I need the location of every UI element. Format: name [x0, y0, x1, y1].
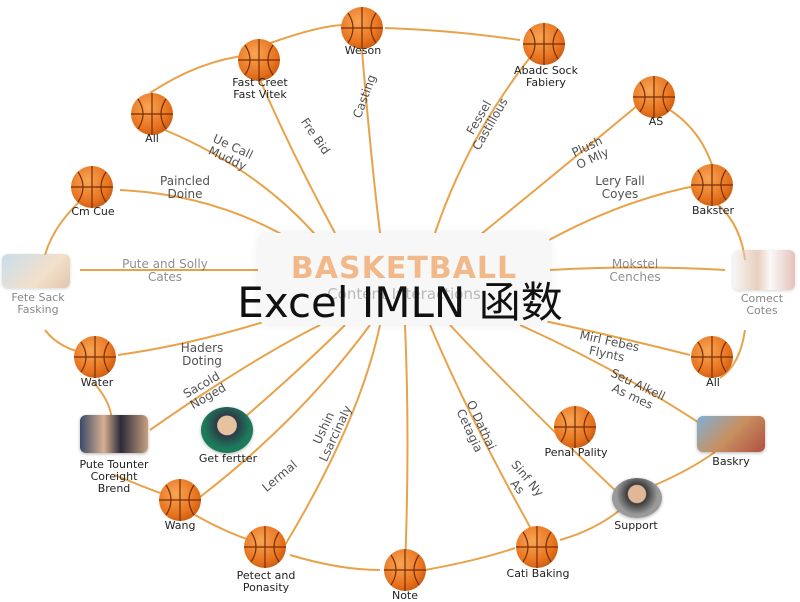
node-label-bakster: Bakster [692, 204, 734, 217]
branch-label-lery: Lery Fall Coyes [595, 174, 645, 201]
node-label-support: Support [614, 519, 658, 532]
node-label-all-left: All [145, 132, 159, 145]
basketball-icon [73, 335, 117, 379]
node-label-cati-baking: Cati Baking [506, 567, 570, 580]
basketball-icon [237, 38, 281, 82]
photo-icon [2, 254, 70, 288]
basketball-icon [690, 335, 734, 379]
branch-label-mokstel: Mokstel Cenches [609, 257, 661, 284]
node-label-wang: Wang [164, 519, 196, 532]
node-label-weson: Weson [344, 44, 382, 57]
basketball-icon [243, 525, 287, 569]
node-label-get-fertter: Get fertter [198, 452, 258, 465]
node-label-pute-tounter: Pute Tounter Coreight Brend [79, 458, 149, 495]
node-label-fete-sack: Fete Sack Fasking [11, 291, 65, 316]
node-label-note: Note [391, 589, 419, 602]
node-label-abadc: Abadc Sock Fabiery [514, 64, 578, 89]
center-brand-title: BASKETBALL [290, 251, 518, 286]
branch-label-haders: Haders Doting [180, 341, 224, 368]
node-label-petect: Petect and Ponasity [236, 569, 296, 594]
spoke-connectors [80, 44, 726, 569]
node-label-baskry: Baskry [712, 455, 750, 468]
basketball-icon [690, 163, 734, 207]
node-label-all-right: All [706, 376, 720, 389]
basketball-icon [158, 478, 202, 522]
overlay-title: Excel IMLN 函数 [237, 278, 563, 327]
basketball-icon [130, 92, 174, 136]
basketball-icon [515, 525, 559, 569]
basketball-icon [340, 6, 384, 50]
branch-label-pute: Pute and Solly Cates [122, 257, 208, 284]
portrait-icon [612, 478, 662, 518]
basketball-icon [632, 75, 676, 119]
basketball-icon [70, 165, 114, 209]
photo-icon [733, 250, 795, 290]
ring-top-left [264, 24, 346, 46]
center-subtitle: Content Interactions [327, 285, 481, 303]
photo-icon [80, 415, 148, 453]
portrait-icon [201, 407, 253, 453]
basketball-icon [522, 22, 566, 66]
node-label-water: Water [80, 376, 114, 389]
branch-label-paincled: Paincled Doine [160, 174, 210, 201]
node-label-as: AS [648, 115, 664, 128]
basketball-icon [383, 548, 427, 592]
node-label-comect: Comect Cotes [740, 292, 784, 317]
node-label-penal-pality: Penal Pality [544, 446, 608, 459]
photo-icon [697, 416, 765, 452]
basketball-icon [553, 405, 597, 449]
node-label-cm-cue: Cm Cue [71, 205, 115, 218]
node-label-fast: Fast Creet Fast Vitek [232, 76, 288, 101]
center-hub: BASKETBALL Content Interactions [258, 233, 550, 325]
